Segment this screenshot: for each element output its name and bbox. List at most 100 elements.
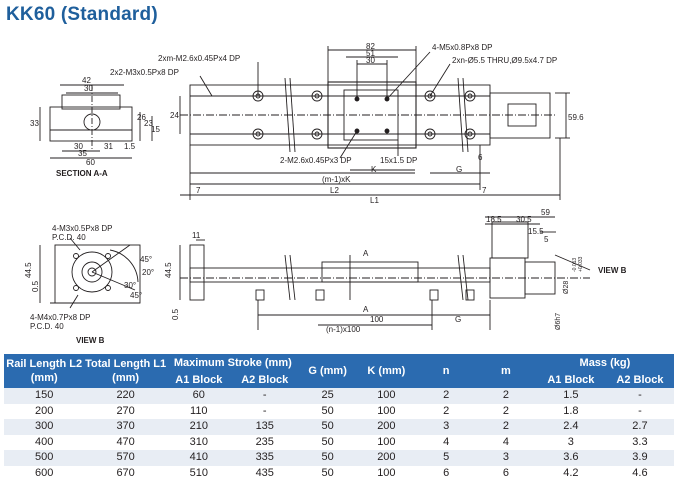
table-cell: 50 <box>298 434 357 450</box>
table-cell: 100 <box>356 434 417 450</box>
col-stroke-a1: A1 Block <box>175 373 223 386</box>
table-cell: 570 <box>84 450 167 466</box>
table-cell: 3.6 <box>535 450 606 466</box>
dim-7-right: 7 <box>482 186 487 195</box>
callout-2xm-m26: 2xm-M2.6x0.45Px4 DP <box>158 54 240 63</box>
dim-k: K <box>371 165 377 174</box>
table-cell: 50 <box>298 465 357 481</box>
technical-drawing: 42 30 33 26 23 15 30 31 35 60 1.5 SECTIO… <box>24 42 627 345</box>
col-m: m <box>501 365 511 377</box>
dim-l1: L1 <box>370 196 379 205</box>
table-cell: 235 <box>230 434 299 450</box>
table-cell: 220 <box>84 388 167 404</box>
section-marker-a-bottom: A <box>363 305 369 314</box>
table-cell: 200 <box>356 419 417 435</box>
table-cell: 2 <box>476 403 536 419</box>
col-mass: Mass (kg) <box>579 356 631 369</box>
table-cell: 2 <box>476 419 536 435</box>
dim-30: 30 <box>84 84 93 93</box>
dim-31: 31 <box>104 142 113 151</box>
table-cell: 200 <box>4 403 85 419</box>
table-cell: 150 <box>4 388 85 404</box>
table-cell: 3.9 <box>605 450 674 466</box>
dim-60: 60 <box>86 158 95 167</box>
table-cell: 1.5 <box>535 388 606 404</box>
table-cell: 210 <box>166 419 231 435</box>
table-cell: 1.8 <box>535 403 606 419</box>
angle-20: 20° <box>142 268 154 277</box>
dim-0-5-side: 0.5 <box>171 308 180 320</box>
view-b-label: VIEW B <box>76 336 105 345</box>
callout-2xn-thru: 2xn-Ø5.5 THRU,Ø9.5x4.7 DP <box>452 56 557 65</box>
dim-30-top: 30 <box>366 56 375 65</box>
table-cell: 410 <box>166 450 231 466</box>
dim-42: 42 <box>82 76 91 85</box>
table-cell: 60 <box>166 388 231 404</box>
dim-59-6: 59.6 <box>568 113 584 122</box>
dim-15-5: 15.5 <box>528 227 544 236</box>
table-cell: 335 <box>230 450 299 466</box>
dim-82: 82 <box>366 42 375 51</box>
table-cell: 50 <box>298 419 357 435</box>
angle-30: 30° <box>124 281 136 290</box>
table-cell: 4.2 <box>535 465 606 481</box>
section-marker-a-top: A <box>363 249 369 258</box>
table-cell: 135 <box>230 419 299 435</box>
table-cell: 400 <box>4 434 85 450</box>
angle-45-a: 45° <box>140 255 152 264</box>
table-cell: 3 <box>476 450 536 466</box>
table-cell: 50 <box>298 403 357 419</box>
table-cell: - <box>605 403 674 419</box>
table-cell: 110 <box>166 403 231 419</box>
dim-15: 15 <box>151 125 160 134</box>
table-cell: 6 <box>476 465 536 481</box>
table-header-row-1: Rail Length L2 (mm) Total Length L1 (mm)… <box>4 354 674 384</box>
table-cell: - <box>230 403 299 419</box>
table-cell: 3 <box>535 434 606 450</box>
col-mass-a1: A1 Block <box>547 373 595 386</box>
dim-18-5: 18.5 <box>486 215 502 224</box>
dim-l2: L2 <box>330 186 339 195</box>
side-view <box>179 216 591 330</box>
table-cell: 670 <box>84 465 167 481</box>
angle-45-b: 45° <box>130 291 142 300</box>
table-cell: 600 <box>4 465 85 481</box>
callout-2x2-m3: 2x2-M3x0.5Px8 DP <box>110 68 179 77</box>
table-cell: - <box>230 388 299 404</box>
tolerance-top: -0.013 <box>572 258 578 272</box>
col-n: n <box>442 365 450 377</box>
dim-5: 5 <box>544 235 549 244</box>
table-cell: 4.6 <box>605 465 674 481</box>
table-cell: 2.4 <box>535 419 606 435</box>
dim-11: 11 <box>192 231 201 240</box>
dim-35: 35 <box>78 149 87 158</box>
dim-1-5: 1.5 <box>124 142 136 151</box>
table-cell: 200 <box>356 450 417 466</box>
dim-100: 100 <box>370 315 384 324</box>
dim-44-5-vb: 44.5 <box>24 262 33 278</box>
table-cell: 2 <box>416 388 477 404</box>
dim-30-5: 30.5 <box>516 215 532 224</box>
table-cell: 2.7 <box>605 419 674 435</box>
table-cell: 300 <box>4 419 85 435</box>
table-cell: 435 <box>230 465 299 481</box>
callout-pcd-40-b: P.C.D. 40 <box>30 322 64 331</box>
dim-59: 59 <box>541 208 550 217</box>
col-stroke-a2: A2 Block <box>241 373 289 386</box>
dim-6: 6 <box>478 153 483 162</box>
view-b <box>39 237 141 309</box>
callout-4-m4: 4-M4x0.7Px8 DP <box>30 313 90 322</box>
dim-26: 26 <box>137 113 146 122</box>
col-max-stroke: Maximum Stroke (mm) <box>173 356 292 369</box>
table-cell: 500 <box>4 450 85 466</box>
dim-7-left: 7 <box>196 186 201 195</box>
table-cell: 3 <box>416 419 477 435</box>
table-cell: 50 <box>298 450 357 466</box>
dim-dia-6h7: Ø6h7 <box>555 313 562 330</box>
